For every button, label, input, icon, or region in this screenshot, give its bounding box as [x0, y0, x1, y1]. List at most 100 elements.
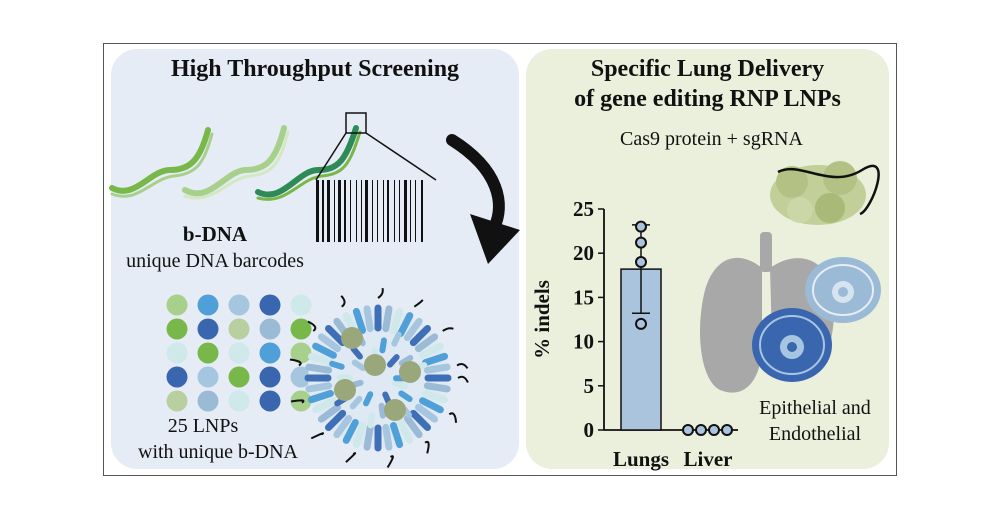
barcode-bar	[327, 180, 330, 242]
lnp-dot	[290, 366, 312, 388]
lnp-dot-grid	[166, 294, 312, 412]
lipid	[379, 337, 387, 354]
lnp-dot	[166, 294, 188, 316]
barcode-bar	[350, 180, 351, 242]
barcode-bar	[356, 180, 357, 242]
data-point	[708, 424, 720, 436]
lipid	[342, 419, 359, 444]
peg-tail	[377, 287, 384, 299]
lnp-dot	[197, 294, 219, 316]
lnp-dot	[166, 390, 188, 412]
epithelial-cell-icon	[805, 257, 881, 323]
peg-tail	[413, 299, 424, 308]
lnp-dot	[259, 318, 281, 340]
peg-tail	[345, 452, 357, 463]
screening-title: High Throughput Screening	[170, 56, 460, 82]
cell-label-line-2: Endothelial	[768, 423, 862, 445]
peg-tail	[448, 412, 458, 423]
lnps-caption-line-1: 25 LNPs	[167, 415, 239, 437]
peg-tail	[289, 358, 302, 367]
lnp-dot	[197, 366, 219, 388]
lipid	[325, 409, 347, 431]
lipid	[422, 352, 449, 367]
peg-tail	[456, 363, 469, 369]
peg-tail	[307, 320, 317, 332]
rnp-cargo	[399, 361, 421, 383]
lnps-caption-line-2: with unique b-DNA	[138, 441, 298, 463]
peg-tail	[340, 295, 346, 308]
lipid	[382, 305, 393, 333]
barcode-bar	[399, 180, 400, 242]
y-tick-label: 5	[584, 374, 595, 398]
barcode-bar	[410, 180, 411, 242]
data-point	[635, 220, 647, 233]
lnp-dot	[290, 318, 312, 340]
barcode-bar	[344, 180, 346, 242]
lipid	[333, 414, 353, 439]
barcode-bar	[365, 180, 368, 242]
cargo-label: Cas9 protein + sgRNA	[620, 128, 803, 150]
barcode-bar	[383, 180, 384, 242]
rnp-cargo	[334, 379, 356, 401]
lipid	[312, 397, 337, 414]
lipid	[423, 382, 451, 393]
barcode-bar	[338, 180, 341, 242]
lipid	[403, 317, 423, 342]
y-tick-label: 0	[584, 418, 595, 442]
lipid	[397, 419, 414, 444]
y-tick-label: 15	[573, 285, 594, 309]
peg-tail	[424, 440, 430, 454]
delivery-title-line-2: of gene editing RNP LNPs	[574, 86, 841, 112]
rnp-cargo	[341, 327, 363, 349]
bdna-label: b-DNA	[182, 222, 248, 246]
lipid	[409, 325, 431, 347]
lipid	[409, 409, 431, 431]
y-tick-label: 20	[573, 241, 594, 265]
barcode-bar	[316, 180, 319, 242]
lipid	[305, 363, 333, 374]
lipid	[397, 312, 414, 337]
lipid	[386, 354, 400, 368]
lipid	[352, 307, 367, 334]
barcode-icon	[316, 180, 423, 242]
data-point	[682, 424, 694, 436]
lipid	[403, 414, 423, 439]
lipid	[363, 391, 374, 407]
data-point	[635, 256, 647, 269]
lipid	[351, 359, 366, 372]
barcode-bar	[404, 180, 407, 242]
x-tick-label: Lungs	[613, 447, 669, 471]
lnp-dot	[228, 318, 250, 340]
lipid	[414, 333, 439, 353]
lipid	[378, 402, 386, 419]
delivery-title-line-1: Specific Lung Delivery	[590, 56, 825, 82]
lipid	[317, 333, 342, 353]
bdna-caption: unique DNA barcodes	[126, 250, 304, 272]
rnp-cargo	[384, 399, 406, 421]
lipid	[382, 423, 393, 451]
lnp-dot	[228, 366, 250, 388]
cas9-protein-icon	[770, 161, 880, 225]
lnp-dot	[259, 342, 281, 364]
lnp-dot	[166, 342, 188, 364]
data-point	[635, 317, 647, 330]
peg-tail	[386, 455, 394, 469]
lnp-dot	[166, 366, 188, 388]
lipid	[307, 352, 334, 367]
data-point	[695, 424, 707, 436]
curved-arrow-icon	[446, 134, 520, 264]
y-tick-label: 10	[573, 330, 594, 354]
lipid	[363, 305, 374, 333]
lipid	[389, 422, 404, 449]
lipid	[419, 342, 444, 359]
lnp-dot	[166, 318, 188, 340]
lipid	[307, 389, 334, 404]
lipid	[352, 422, 367, 449]
lipid	[349, 395, 363, 410]
lnp-dot	[228, 390, 250, 412]
lnp-dot	[259, 390, 281, 412]
lnp-dot	[290, 342, 312, 364]
lipid	[392, 380, 408, 390]
lipid	[367, 412, 376, 429]
